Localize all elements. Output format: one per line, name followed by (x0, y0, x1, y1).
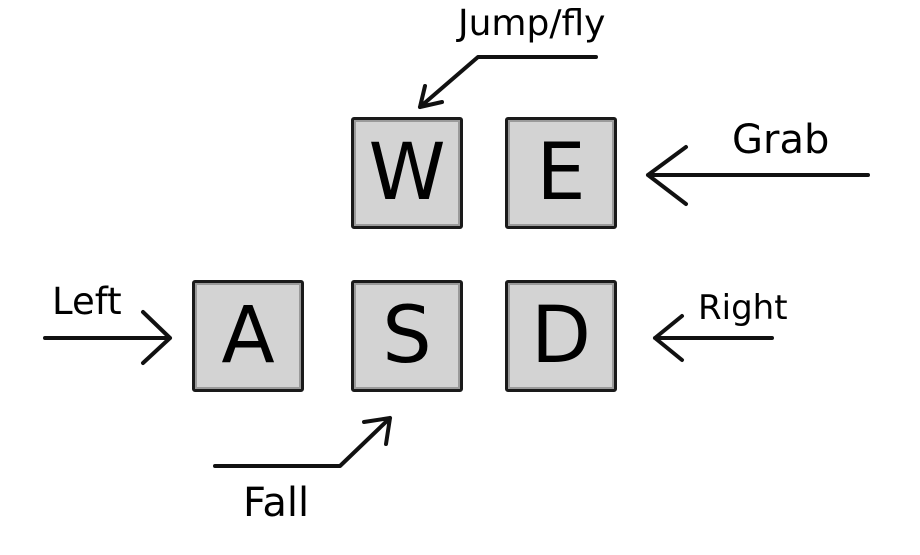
right-arrow (653, 314, 774, 362)
label-left: Left (52, 280, 122, 323)
key-s[interactable]: S (351, 280, 463, 392)
key-d[interactable]: D (505, 280, 617, 392)
key-a-letter: A (221, 291, 275, 381)
fall-arrow (213, 416, 392, 468)
key-a[interactable]: A (192, 280, 304, 392)
key-e[interactable]: E (505, 117, 617, 229)
label-right: Right (698, 288, 788, 328)
key-w-letter: W (368, 128, 446, 218)
key-e-letter: E (536, 128, 586, 218)
grab-arrow (646, 145, 870, 206)
left-arrow (43, 310, 172, 365)
label-fall: Fall (243, 480, 310, 526)
jump-arrow (418, 55, 598, 109)
key-s-letter: S (382, 291, 432, 381)
key-w[interactable]: W (351, 117, 463, 229)
label-grab: Grab (732, 117, 830, 163)
label-jump: Jump/fly (458, 3, 606, 44)
key-d-letter: D (530, 291, 592, 381)
